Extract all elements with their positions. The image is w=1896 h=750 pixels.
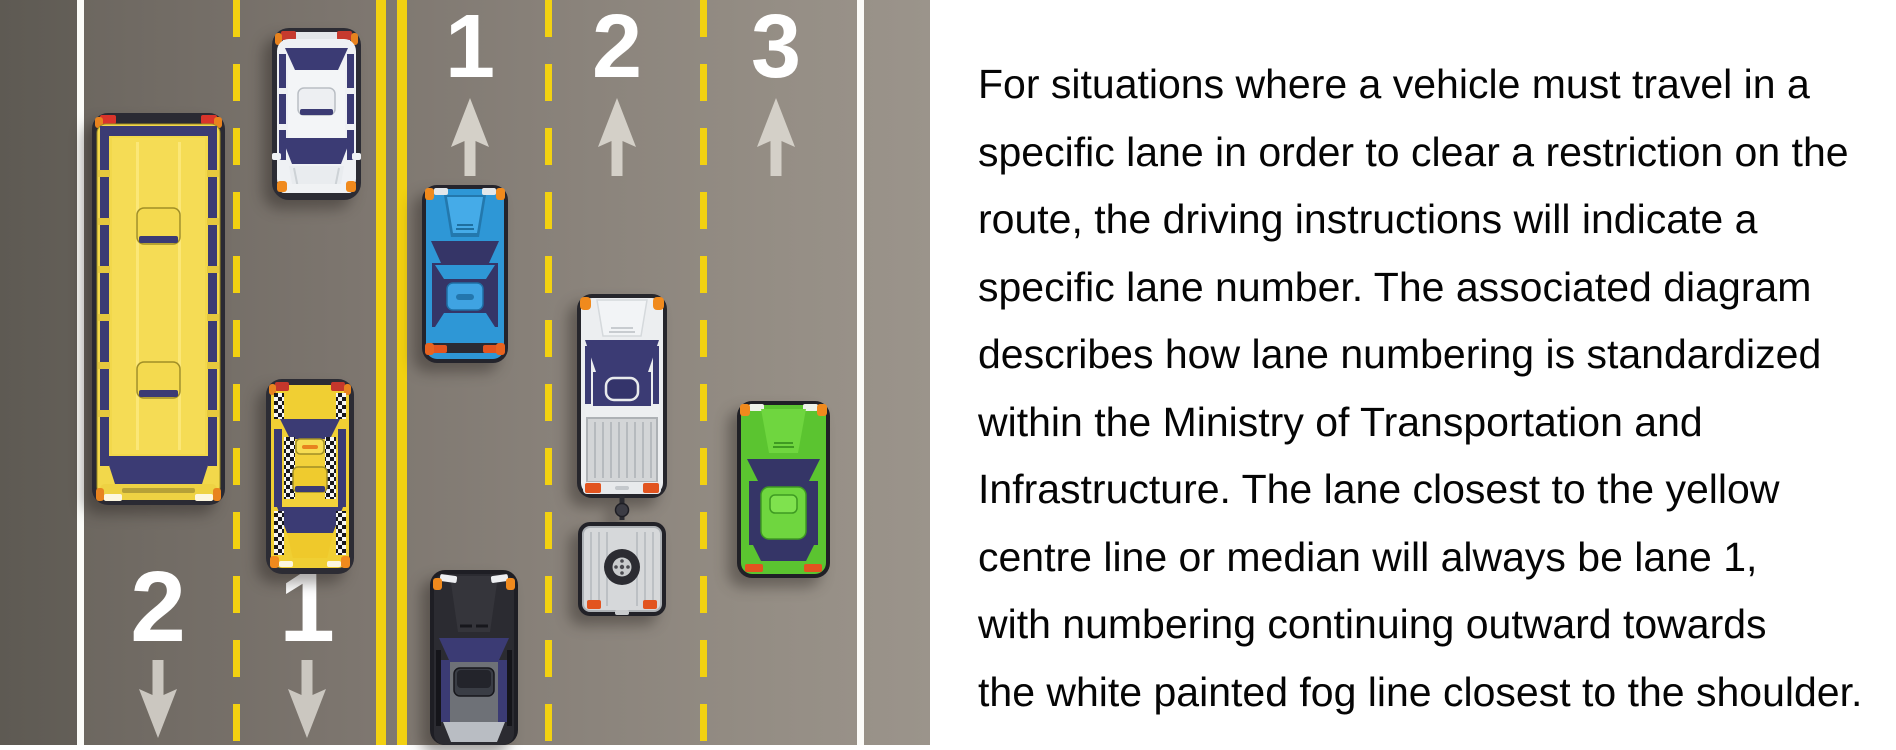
yellow-taxi [266,379,354,574]
caption-line: route, the driving instructions will ind… [978,196,1758,242]
fog-line-left [77,0,84,745]
blue-pickup [422,185,508,363]
up-arrow-icon [757,98,795,176]
caption-line: For situations where a vehicle must trav… [978,61,1810,107]
caption-line: the white painted fog line closest to th… [978,668,1863,715]
lane-divider-dashed-south [233,0,240,745]
road-diagram: 1 2 3 2 1 [0,0,930,745]
caption-line: specific lane number. The associated dia… [978,263,1812,310]
lane-divider-dashed-north-2 [700,0,707,745]
lane-number-north-3: 3 [750,0,802,97]
down-arrow-icon [288,660,326,738]
left-shoulder [0,0,77,745]
lane-number-south-2: 2 [130,551,186,663]
up-arrow-icon [598,98,636,176]
centre-line-yellow-2 [397,0,407,745]
up-arrow-icon [451,98,489,176]
black-suv [430,570,518,745]
yellow-bus [92,113,225,505]
centre-line-yellow-1 [376,0,386,745]
caption-line: within the Ministry of Transportation an… [978,398,1703,445]
down-arrow-icon [139,660,177,738]
lane-number-north-2: 2 [591,0,643,97]
fog-line-right [857,0,864,745]
white-van-with-trailer [577,294,667,616]
lane-number-north-1: 1 [444,0,496,97]
caption-line: centre line or median will always be lan… [978,533,1758,580]
caption-line: Infrastructure. The lane closest to the … [978,466,1780,512]
caption-text: For situations where a vehicle must trav… [978,51,1896,726]
caption-line: specific lane in order to clear a restri… [978,128,1849,175]
green-car [737,401,830,578]
caption-line: describes how lane numbering is standard… [978,331,1822,377]
caption-line: with numbering continuing outward toward… [978,601,1767,647]
white-car [272,28,361,200]
lane-divider-dashed-north-1 [545,0,552,745]
